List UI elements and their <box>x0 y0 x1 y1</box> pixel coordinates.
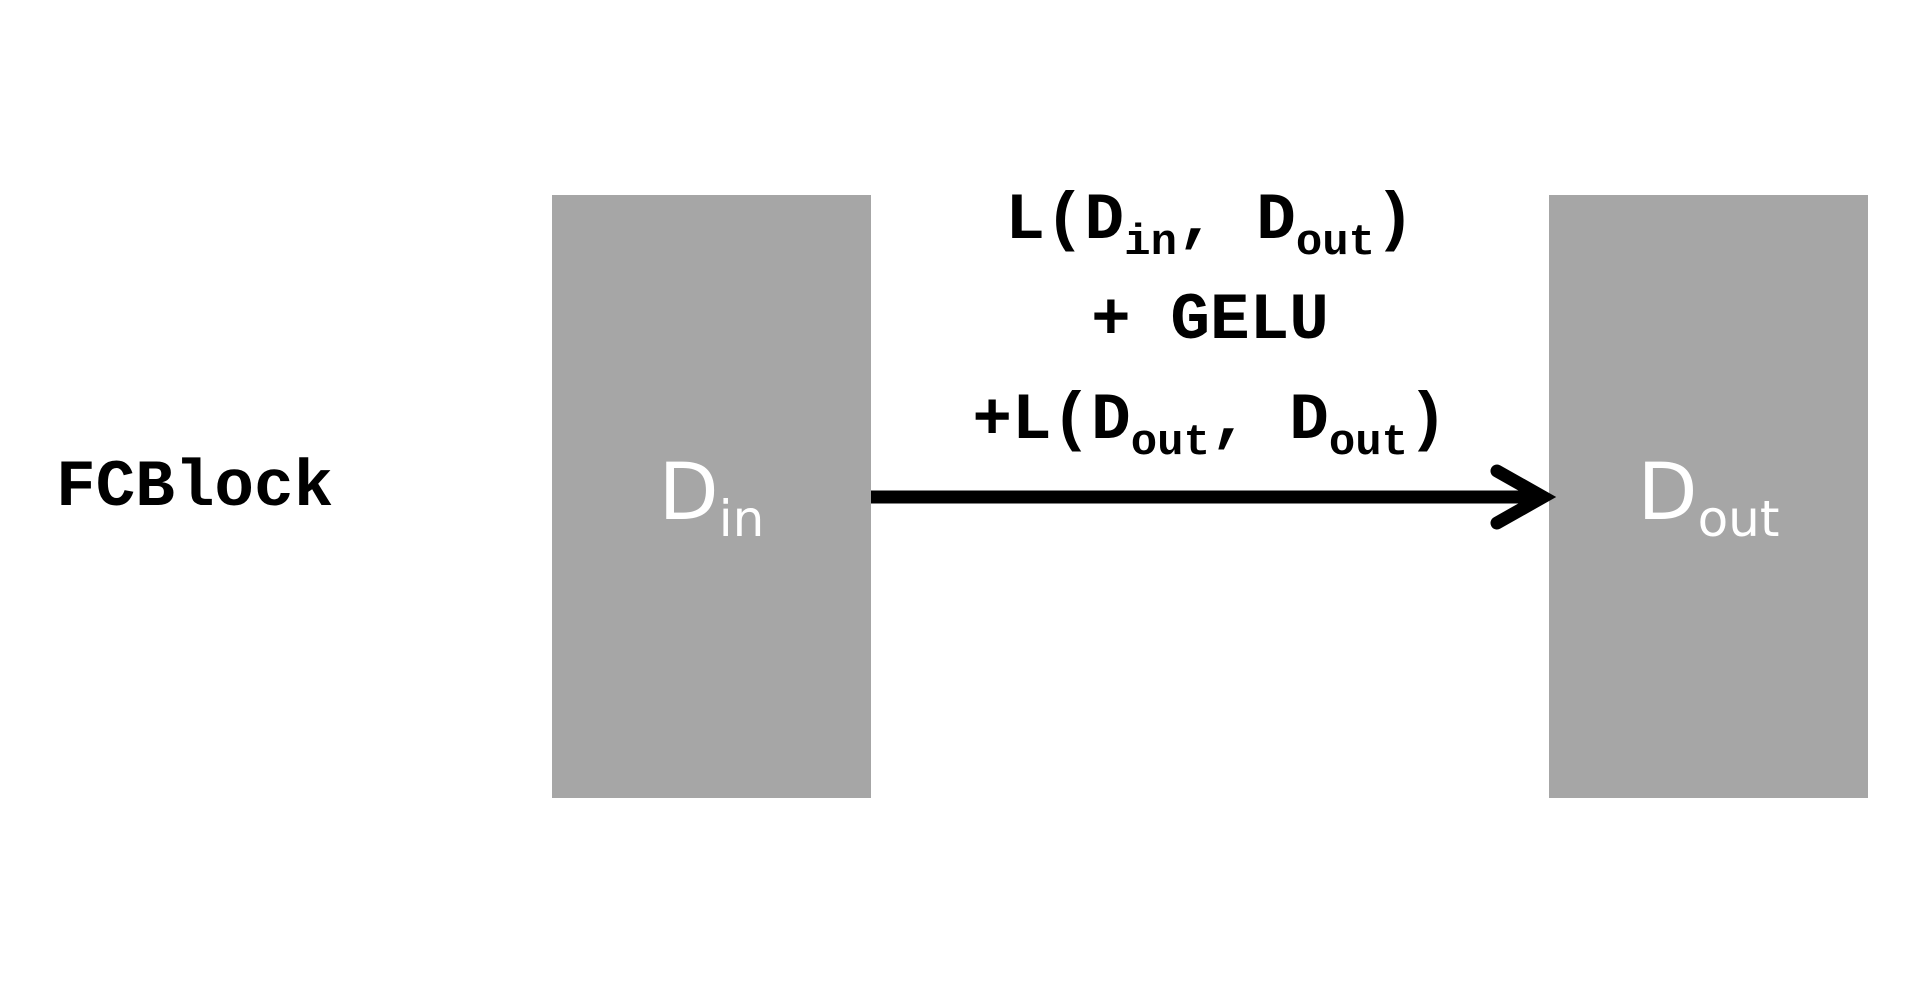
formula-line3-sub-b: out <box>1328 418 1409 468</box>
input-dimension-symbol: D <box>658 447 719 538</box>
formula-line3-part-a: +L(D <box>972 383 1131 458</box>
formula-line3-part-c: ) <box>1408 383 1448 458</box>
formula-line1-part-b: , D <box>1176 183 1296 258</box>
formula-line-linear-out: +L(Dout, Dout) <box>880 388 1540 466</box>
output-dimension-symbol: D <box>1637 447 1698 538</box>
output-dimension-subscript: out <box>1697 489 1780 548</box>
formula-line-linear-in: L(Din, Dout) <box>880 188 1540 266</box>
arrow-head-icon <box>1490 464 1557 530</box>
formula-line3-part-b: , D <box>1210 383 1329 458</box>
formula-line3-sub-a: out <box>1130 418 1210 468</box>
formula-line-activation: + GELU <box>1091 283 1329 358</box>
formula-line1-part-c: ) <box>1375 183 1415 258</box>
formula-line1-part-a: L(D <box>1005 183 1125 258</box>
block-title: FCBlock <box>56 450 334 525</box>
formula-line1-sub-a: in <box>1124 218 1177 268</box>
formula-line1-sub-b: out <box>1295 218 1376 268</box>
input-dimension-subscript: in <box>718 489 765 548</box>
